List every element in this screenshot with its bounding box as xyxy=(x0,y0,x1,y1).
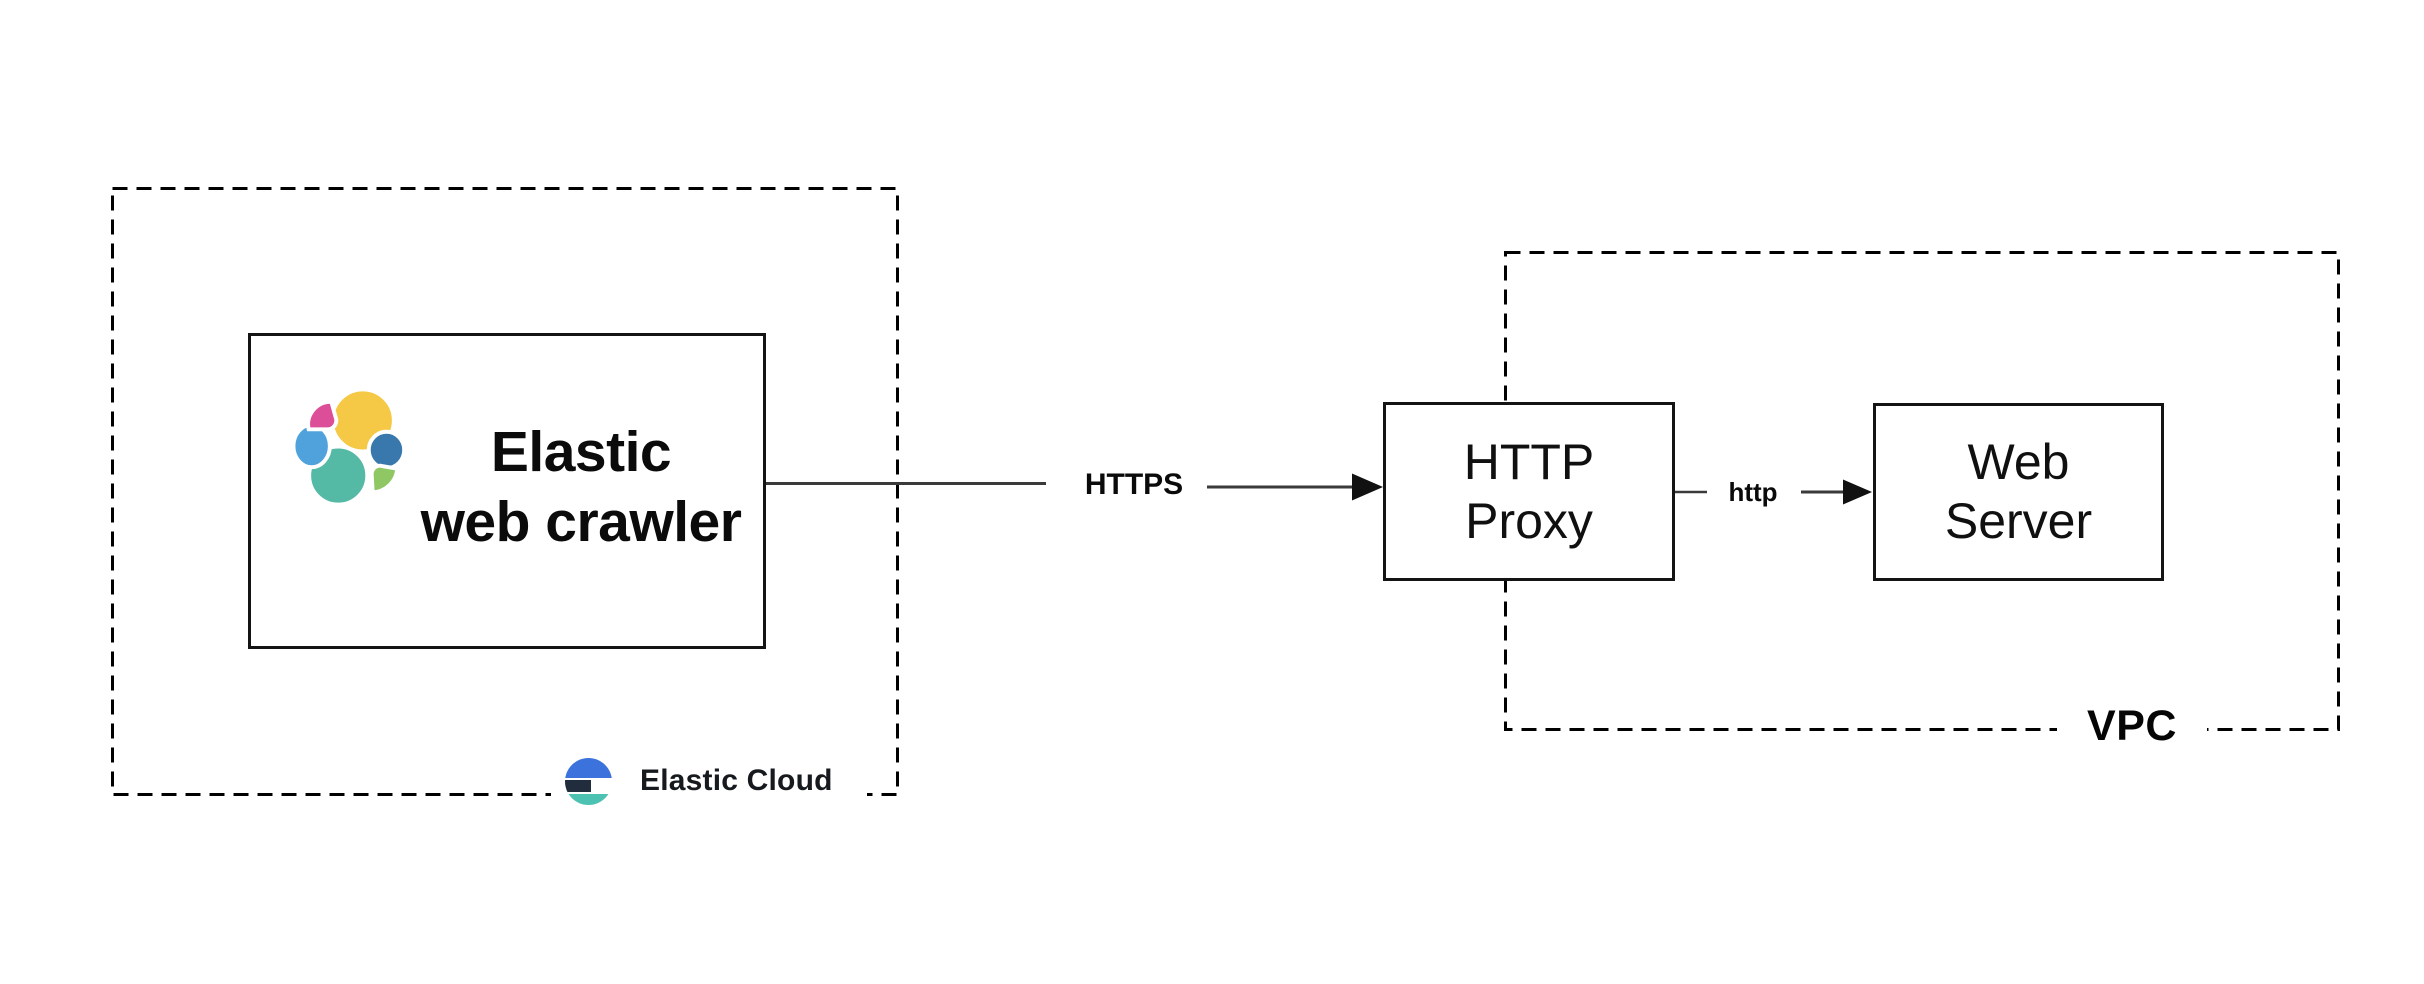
crawler-label-line2: web crawler xyxy=(420,490,742,554)
edge-label-https: HTTPS xyxy=(1084,468,1184,501)
es-logo-green-blob xyxy=(369,463,400,495)
elastic-cloud-logo-navy-band xyxy=(565,779,592,792)
edge-http-arrowhead xyxy=(1843,479,1872,505)
edge-https-arrowhead xyxy=(1352,473,1383,501)
elastic-cloud-group-border xyxy=(111,187,899,796)
es-logo-pink-blob xyxy=(306,399,339,432)
elastic-cloud-logo-blue-band xyxy=(565,757,612,778)
node-web-server: Web Server xyxy=(1873,403,2164,581)
crawler-label-line1: Elastic xyxy=(490,420,672,484)
node-elastic-web-crawler: Elastic web crawler xyxy=(248,333,766,649)
vpc-group-label: VPC xyxy=(2057,701,2207,751)
edge-label-http: http xyxy=(1728,477,1778,507)
proxy-label-line1: HTTP xyxy=(1463,433,1595,490)
elasticsearch-logo-icon xyxy=(291,387,407,507)
proxy-label-line2: Proxy xyxy=(1465,492,1593,549)
es-logo-steelblue-blob xyxy=(366,429,407,471)
server-label-line2: Server xyxy=(1944,493,2093,549)
elastic-cloud-logo-teal-band xyxy=(565,793,612,805)
elastic-cloud-logo-icon xyxy=(565,757,612,805)
elastic-cloud-group-label-text: Elastic Cloud xyxy=(640,764,833,797)
server-label-line1: Web xyxy=(1967,434,2070,490)
crawler-node-label: Elastic web crawler xyxy=(415,417,763,557)
elastic-cloud-group-label: Elastic Cloud xyxy=(551,749,867,813)
node-http-proxy: HTTP Proxy xyxy=(1383,402,1675,581)
